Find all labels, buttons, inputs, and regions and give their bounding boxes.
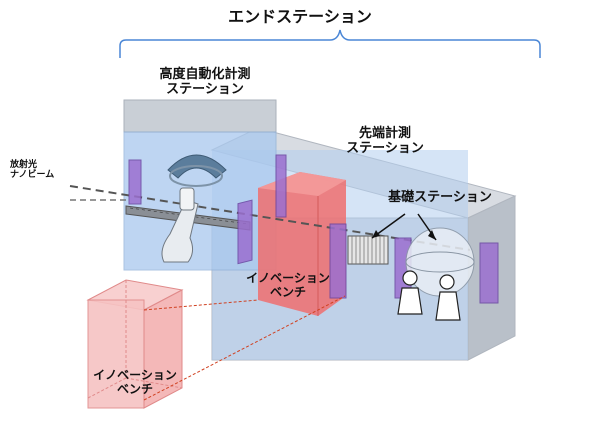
outer-bench-label-line1: イノベーション xyxy=(93,368,177,382)
advanced-station-label: 先端計測 ステーション xyxy=(315,126,455,157)
dome-chamber-icon xyxy=(405,227,475,297)
robot-arm-icon xyxy=(161,187,199,263)
automated-station-label-line1: 高度自動化計測 xyxy=(159,67,251,82)
automated-station-label: 高度自動化計測 ステーション xyxy=(120,67,290,98)
outer-bench-label: イノベーション ベンチ xyxy=(70,368,200,397)
inner-bench-label-line1: イノベーション xyxy=(246,271,330,285)
inner-bench-label-line2: ベンチ xyxy=(269,284,306,299)
outer-bench-label-line2: ベンチ xyxy=(116,381,153,396)
beam-label-line2: ナノビーム xyxy=(10,170,55,181)
automated-station-label-line2: ステーション xyxy=(166,81,244,97)
end-station-title: エンドステーション xyxy=(228,7,372,26)
detector-ring-icon xyxy=(167,154,227,187)
beam-label: 放射光 ナノビーム xyxy=(10,160,90,181)
end-station-bracket xyxy=(119,29,541,58)
bench-link-line-2 xyxy=(143,295,346,401)
magnet-coil-icon xyxy=(347,235,389,265)
outer-innovation-bench xyxy=(86,279,184,409)
person-icon xyxy=(397,270,461,321)
advanced-station-label-line2: ステーション xyxy=(346,140,424,156)
bench-link-line-1 xyxy=(143,299,259,311)
beam-label-line1: 放射光 xyxy=(10,160,38,170)
inner-bench-label: イノベーション ベンチ xyxy=(228,271,348,300)
basic-station-label: 基礎ステーション xyxy=(388,190,492,205)
advanced-station-label-line1: 先端計測 xyxy=(358,126,411,141)
